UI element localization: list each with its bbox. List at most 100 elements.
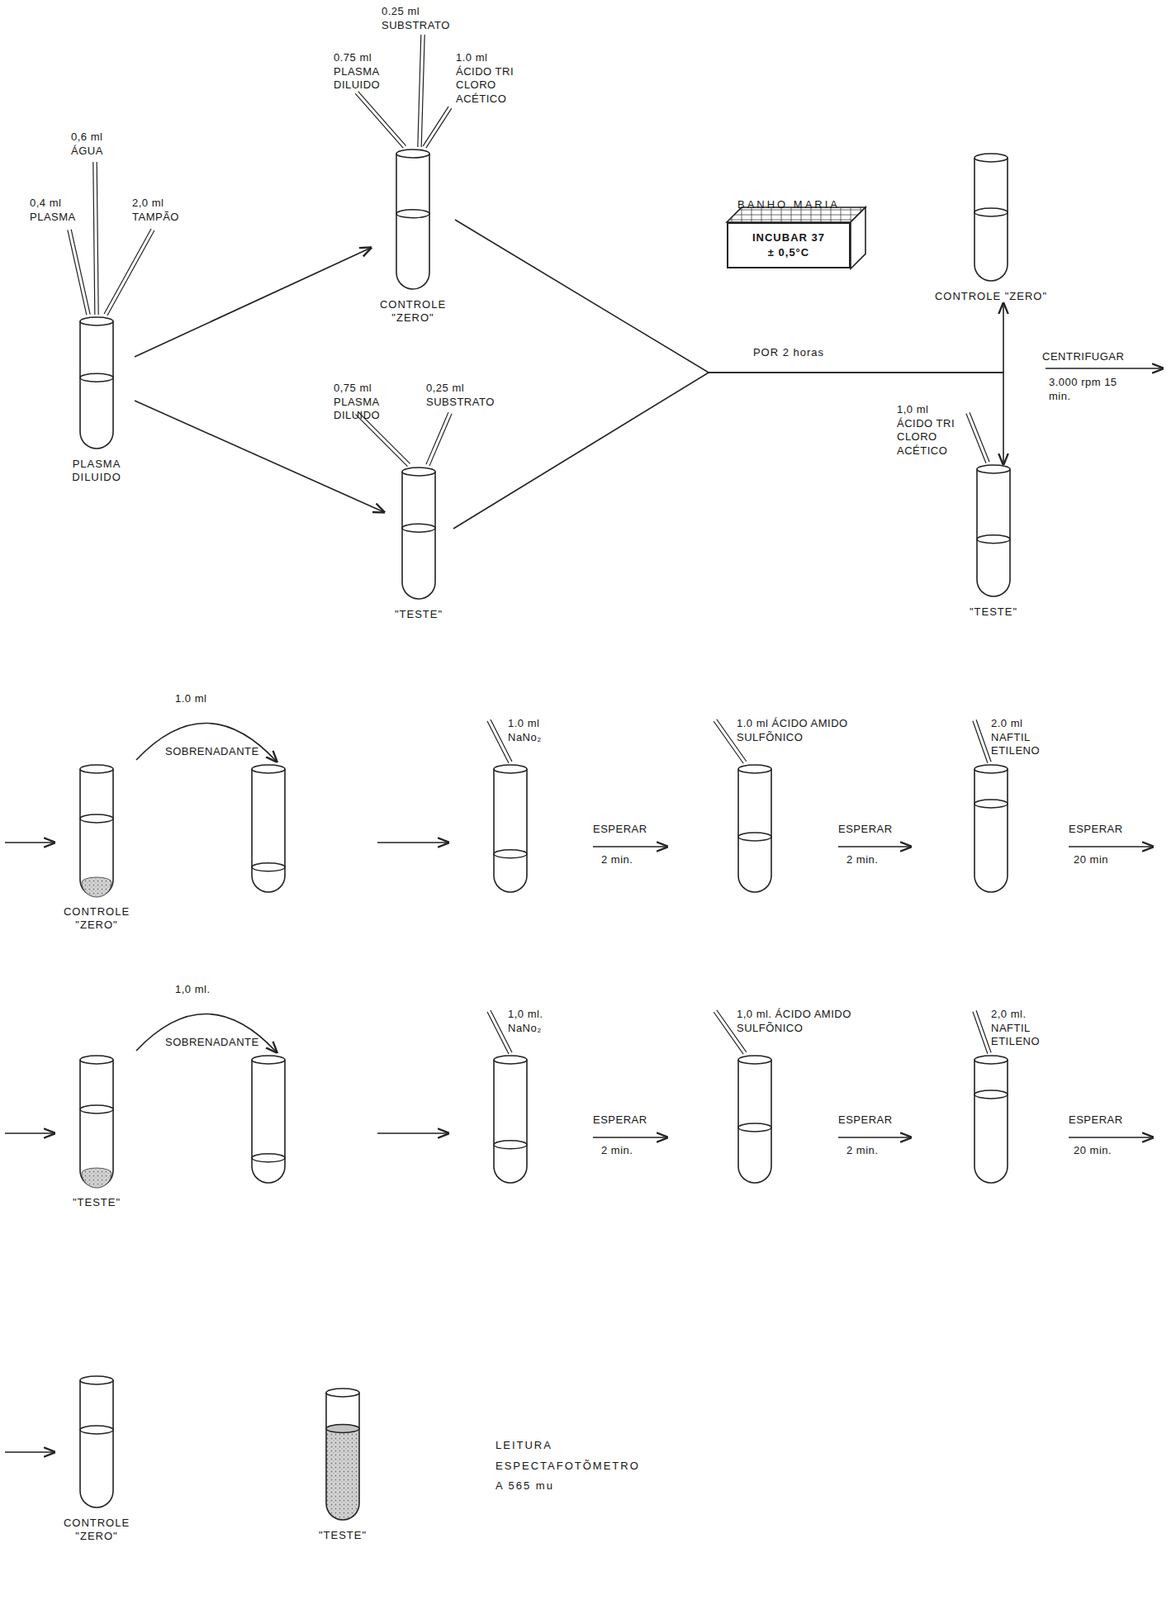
test-tube [493,1055,527,1183]
test-tube [972,464,1015,601]
annotation-label: 2 min. [846,853,897,868]
test-tube [398,466,440,603]
tube-label: "TESTE" [385,607,452,622]
annotation-label: 1,0 ml. [175,982,225,997]
annotation-label: 20 min [1073,853,1132,868]
flow-connector [134,247,371,357]
test-tube [738,764,772,892]
tube-label: "TESTE" [309,1528,376,1542]
centrifuge-arrow [1045,367,1163,370]
annotation-label: 3.000 rpm 15 min. [1048,375,1120,404]
annotation-label: 1.0 ml ÁCIDO AMIDO SULFÕNICO [736,716,861,745]
pipette [972,1010,992,1053]
edge-label: POR 2 horas [749,346,828,359]
test-tube [402,467,436,599]
annotation-label: 2 min. [846,1143,897,1158]
annotation-label: 2 min. [601,853,651,868]
test-tube [80,764,114,897]
wait-arrow [1068,1136,1153,1139]
test-tube-node: "TESTE" [308,1387,378,1542]
test-tube [80,317,114,449]
test-tube [392,148,434,294]
tube-label: CONTROLE "ZERO" [56,1516,138,1544]
test-tube-node: "TESTE" [384,466,454,622]
annotation-label: 1,0 ml. ÁCIDO AMIDO SULFÕNICO [736,1007,861,1035]
tube-label: "TESTE" [960,605,1027,619]
box-heading: BANHO MARIA [737,198,840,211]
wait-arrow [838,1136,911,1139]
test-tube [326,1388,360,1520]
annotation-label: 1.0 ml ÁCIDO TRI CLORO ACÉTICO [455,51,526,107]
transfer-arrow [136,722,277,762]
annotation-label: 0,4 ml PLASMA [29,196,88,224]
flow-arrow [4,1451,55,1453]
annotation-label: ESPERAR [592,822,668,837]
connectors [134,219,1004,529]
pipette [104,228,155,316]
test-tube [738,1055,772,1183]
annotation-label: 1,0 ml. NaNo₂ [507,1007,566,1035]
flow-arrow [4,841,55,844]
test-tube [75,763,118,901]
test-tubes [251,764,1008,1183]
tube-label: PLASMA DILUIDO [60,457,133,485]
wait-arrow [592,845,668,848]
pipette [972,719,992,763]
transfer-arrow [136,1013,277,1053]
annotation-label: 0.75 ml PLASMA DILUIDO [333,51,395,93]
test-tube [80,1055,114,1188]
annotation-label: ESPERAR [838,822,913,837]
water-bath-box: BANHO MARIA INCUBAR 37 ± 0,5°C [718,198,859,269]
tube-label: CONTROLE "ZERO" [56,905,138,933]
test-tube-node: "TESTE" [958,464,1029,619]
annotation-label: 2,0 ml. NAFTIL ETILENO [991,1007,1058,1049]
wait-arrow [1068,845,1153,848]
test-tube-node: CONTROLE "ZERO" [370,148,456,326]
test-tube [974,764,1008,892]
test-tube [974,1055,1008,1183]
test-tube [322,1387,364,1524]
annotation-label: ESPERAR [592,1113,668,1128]
annotation-label: CENTRIFUGAR [1042,350,1158,365]
pipette [67,229,91,316]
box-label: INCUBAR 37 ± 0,5°C [747,230,830,261]
annotation-label: 1,0 ml ÁCIDO TRI CLORO ACÉTICO [896,403,965,459]
tube-label: CONTROLE "ZERO" [372,298,454,326]
test-tube-node: CONTROLE "ZERO" [54,763,139,933]
annotation-label: 0,6 ml ÁGUA [71,130,118,158]
test-tube [251,1055,285,1183]
test-tube [493,764,527,892]
annotation-label: 20 min. [1073,1143,1132,1158]
test-tube [75,316,118,453]
flow-arrows [4,368,1163,1452]
test-tube [974,153,1008,281]
test-tube [80,1375,114,1508]
pipette [93,161,99,315]
annotation-label: LEITURA ESPECTAFOTÕMETRO A 565 mu [495,1435,632,1497]
annotation-label: 2.0 ml NAFTIL ETILENO [991,716,1054,759]
pipette [426,412,452,466]
test-tube-node: PLASMA DILUIDO [58,316,135,485]
pipette [422,106,452,148]
test-tube-node: CONTROLE "ZERO" [54,1375,139,1544]
tube-label: "TESTE" [63,1195,130,1210]
test-tube [396,149,430,290]
annotation-label: SOBRENADANTE [165,744,273,759]
pipettes [67,34,992,1054]
annotation-label: ESPERAR [838,1113,913,1128]
annotation-label: 0,25 ml SUBSTRATO [426,381,513,409]
test-tube-node: CONTROLE "ZERO" [923,152,1059,304]
box-body: INCUBAR 37 ± 0,5°C [726,222,851,269]
annotation-label: 0,75 ml PLASMA DILUIDO [333,381,395,423]
tube-label: CONTROLE "ZERO" [924,289,1058,304]
test-tube-node: "TESTE" [61,1054,132,1210]
flow-arrow [377,841,449,844]
annotation-label: ESPERAR [1068,1113,1143,1128]
annotation-label: 1.0 ml NaNo₂ [507,716,560,745]
test-tube [251,764,285,892]
pipette [355,91,406,149]
pipette [417,34,425,147]
pipette [966,412,990,464]
test-tube [976,464,1011,597]
